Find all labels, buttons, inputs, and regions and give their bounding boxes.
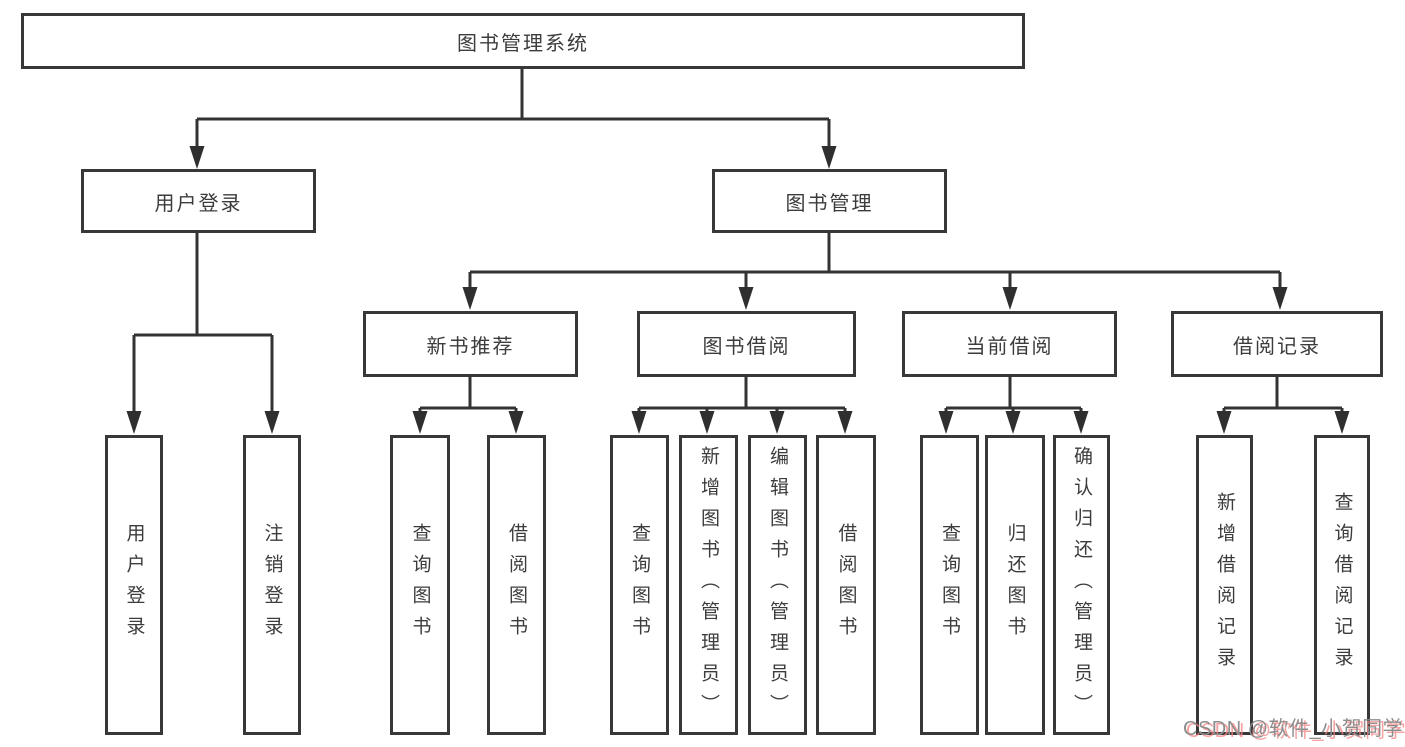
node-leaf-cb-confirm-return-admin-label: 确认归还（管理员） xyxy=(1071,445,1092,725)
arrowhead xyxy=(631,411,647,434)
node-current-borrowing: 当前借阅 xyxy=(902,311,1117,377)
arrowhead xyxy=(938,411,954,434)
node-leaf-cb-return-books-label: 归还图书 xyxy=(1004,523,1026,647)
arrowhead xyxy=(126,411,142,434)
arrowhead xyxy=(1073,411,1089,434)
node-leaf-br-add-record: 新增借阅记录 xyxy=(1196,435,1253,735)
arrowhead xyxy=(1216,411,1232,434)
node-leaf-bb-query-books-label: 查询图书 xyxy=(629,523,650,647)
node-leaf-cb-query-books: 查询图书 xyxy=(920,435,979,735)
node-leaf-br-query-record-label: 查询借阅记录 xyxy=(1331,492,1353,678)
arrowhead xyxy=(738,287,754,310)
node-book-management: 图书管理 xyxy=(712,169,947,233)
node-leaf-bb-edit-books-admin-label: 编辑图书（管理员） xyxy=(767,445,788,725)
node-leaf-user-login-label: 用户登录 xyxy=(123,523,145,647)
arrowhead xyxy=(508,411,524,434)
arrowhead xyxy=(462,287,478,310)
node-new-book-recommend: 新书推荐 xyxy=(363,311,578,377)
arrowheads xyxy=(126,146,1350,434)
arrowhead xyxy=(1002,287,1018,310)
node-leaf-bb-borrow-books: 借阅图书 xyxy=(816,435,876,735)
node-leaf-bb-query-books: 查询图书 xyxy=(610,435,669,735)
node-leaf-br-query-record: 查询借阅记录 xyxy=(1314,435,1370,735)
node-leaf-user-login: 用户登录 xyxy=(105,435,163,735)
arrowhead xyxy=(1334,411,1350,434)
node-leaf-br-add-record-label: 新增借阅记录 xyxy=(1214,492,1235,678)
node-borrowing-records-label: 借阅记录 xyxy=(1233,335,1321,358)
node-root-label: 图书管理系统 xyxy=(457,32,589,55)
node-leaf-bb-add-books-admin: 新增图书（管理员） xyxy=(679,435,738,735)
arrowhead xyxy=(769,411,785,434)
node-borrowing-records: 借阅记录 xyxy=(1171,311,1383,377)
node-leaf-nbr-borrow-books: 借阅图书 xyxy=(487,435,546,735)
node-book-borrowing: 图书借阅 xyxy=(637,311,856,377)
arrowhead xyxy=(1272,287,1288,310)
arrowhead xyxy=(821,146,837,169)
node-leaf-cb-confirm-return-admin: 确认归还（管理员） xyxy=(1053,435,1110,735)
node-leaf-cb-query-books-label: 查询图书 xyxy=(939,523,960,647)
arrowhead xyxy=(699,411,715,434)
arrowhead xyxy=(189,146,205,169)
node-new-book-recommend-label: 新书推荐 xyxy=(426,335,515,358)
node-root: 图书管理系统 xyxy=(21,13,1025,69)
node-leaf-bb-edit-books-admin: 编辑图书（管理员） xyxy=(748,435,807,735)
node-book-borrowing-label: 图书借阅 xyxy=(702,335,791,358)
node-leaf-nbr-query-books: 查询图书 xyxy=(390,435,450,735)
node-book-management-label: 图书管理 xyxy=(785,192,874,215)
tree-edges xyxy=(132,69,1344,413)
arrowhead xyxy=(837,411,853,434)
node-leaf-nbr-query-books-label: 查询图书 xyxy=(409,523,431,647)
node-leaf-bb-add-books-admin-label: 新增图书（管理员） xyxy=(698,445,719,725)
node-leaf-logout-label: 注销登录 xyxy=(261,523,283,647)
node-user-login: 用户登录 xyxy=(81,169,316,233)
arrowhead xyxy=(412,411,428,434)
node-leaf-logout: 注销登录 xyxy=(243,435,301,735)
node-user-login-label: 用户登录 xyxy=(154,192,243,215)
arrowhead xyxy=(264,411,280,434)
node-leaf-bb-borrow-books-label: 借阅图书 xyxy=(835,523,857,647)
node-leaf-cb-return-books: 归还图书 xyxy=(985,435,1045,735)
node-current-borrowing-label: 当前借阅 xyxy=(965,335,1054,358)
arrowhead xyxy=(1005,411,1021,434)
watermark: CSDN @软件_小贺同学 xyxy=(1183,718,1404,740)
node-leaf-nbr-borrow-books-label: 借阅图书 xyxy=(506,523,527,647)
